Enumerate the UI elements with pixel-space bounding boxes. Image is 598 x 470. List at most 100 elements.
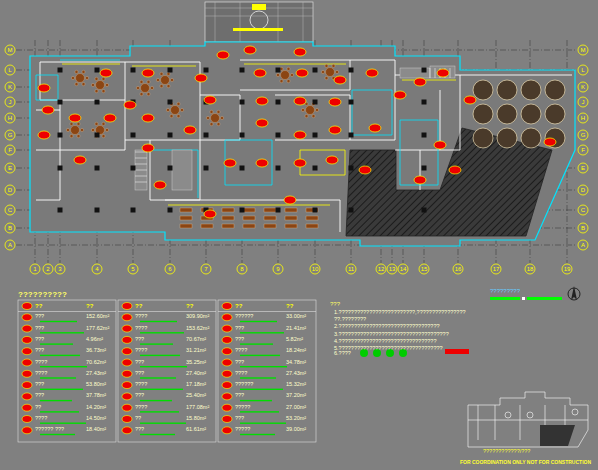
grid-letter: L	[8, 67, 11, 73]
column	[58, 208, 63, 213]
room-tag	[366, 69, 378, 77]
grid-bubble	[5, 223, 15, 233]
grid-number: 8	[240, 266, 243, 272]
grid-bubble	[5, 240, 15, 250]
chair	[325, 76, 328, 79]
dining-set	[222, 208, 234, 212]
table	[141, 84, 150, 93]
room-tag	[22, 348, 32, 355]
chair	[217, 110, 220, 113]
chair	[140, 92, 143, 95]
grid-letter: C	[8, 207, 12, 213]
column	[422, 133, 427, 138]
room-area: 25.40m²	[186, 393, 206, 399]
room-name: ???	[235, 326, 244, 332]
chair	[160, 84, 163, 87]
grid-number: 15	[421, 266, 428, 272]
grid-letter: G	[8, 132, 13, 138]
room-area: 53.20m²	[286, 416, 306, 422]
green-bar	[40, 355, 80, 356]
column	[349, 68, 354, 73]
key-plan	[468, 392, 588, 447]
green-bar	[140, 377, 176, 378]
grid-bubble	[346, 264, 356, 274]
grid-letter: F	[8, 147, 12, 153]
room-tag	[74, 156, 86, 164]
room-name: ????	[35, 371, 47, 377]
chair	[71, 76, 74, 79]
room-name: ???	[35, 393, 44, 399]
room-name: ????	[235, 371, 247, 377]
table-rule	[218, 311, 316, 312]
dining-set	[243, 208, 255, 212]
room-tag	[294, 131, 306, 139]
note-line: 1.?????????????????????????,????????????…	[334, 309, 494, 323]
chair	[335, 70, 338, 73]
chair	[102, 134, 105, 137]
room-tag	[359, 166, 371, 174]
room-tag	[434, 141, 446, 149]
grid-bubble	[273, 264, 283, 274]
chair	[312, 114, 315, 117]
note-line: 5.??????????????????????????????????	[334, 345, 494, 352]
green-bar	[140, 434, 175, 435]
chair	[220, 116, 223, 119]
room-name: ????	[135, 348, 147, 354]
chair	[210, 122, 213, 125]
column	[58, 100, 63, 105]
room-area: 70.67m²	[186, 337, 206, 343]
grid-bubble	[128, 264, 138, 274]
green-bar	[40, 434, 75, 435]
chair	[105, 128, 108, 131]
room-tag	[204, 96, 216, 104]
room-name: ???	[35, 348, 44, 354]
room-name: ?????? ???	[35, 427, 64, 433]
column	[349, 208, 354, 213]
column	[313, 166, 318, 171]
grid-bubble	[578, 97, 588, 107]
grid-letter: G	[581, 132, 586, 138]
room-area: 35.25m²	[186, 360, 206, 366]
grid-bubble	[562, 264, 572, 274]
column	[58, 133, 63, 138]
grid-bubble	[578, 45, 588, 55]
room-tag	[294, 97, 306, 105]
grid-bubble	[5, 163, 15, 173]
grid-number: 14	[400, 266, 407, 272]
room-tag	[256, 159, 268, 167]
room-tag	[222, 382, 232, 389]
room-tag	[204, 210, 216, 218]
chair	[95, 122, 98, 125]
chair	[167, 84, 170, 87]
column	[276, 68, 281, 73]
room-area: 34.78m²	[286, 360, 306, 366]
room-area: 37.78m²	[86, 393, 106, 399]
grid-letter: K	[8, 84, 12, 90]
chair	[301, 108, 304, 111]
grid-bubble	[525, 264, 535, 274]
chair	[160, 72, 163, 75]
room-tag	[222, 427, 232, 434]
green-bar	[240, 366, 287, 367]
chair	[102, 77, 105, 80]
chair	[82, 82, 85, 85]
room-tag	[22, 427, 32, 434]
chair	[91, 128, 94, 131]
column	[276, 166, 281, 171]
room-name: ???	[35, 382, 44, 388]
room-name: ??	[135, 416, 141, 422]
chair	[95, 77, 98, 80]
grid-letter: H	[8, 115, 12, 121]
grid-number: 6	[168, 266, 171, 272]
chair	[287, 79, 290, 82]
grid-letter: F	[581, 147, 585, 153]
table-header: ??	[235, 303, 242, 309]
green-bar	[240, 423, 286, 424]
room-tag	[124, 101, 136, 109]
table	[171, 106, 180, 115]
column	[349, 133, 354, 138]
column	[276, 133, 281, 138]
room-tag	[326, 156, 338, 164]
room-tag	[414, 176, 426, 184]
room-tag	[294, 159, 306, 167]
